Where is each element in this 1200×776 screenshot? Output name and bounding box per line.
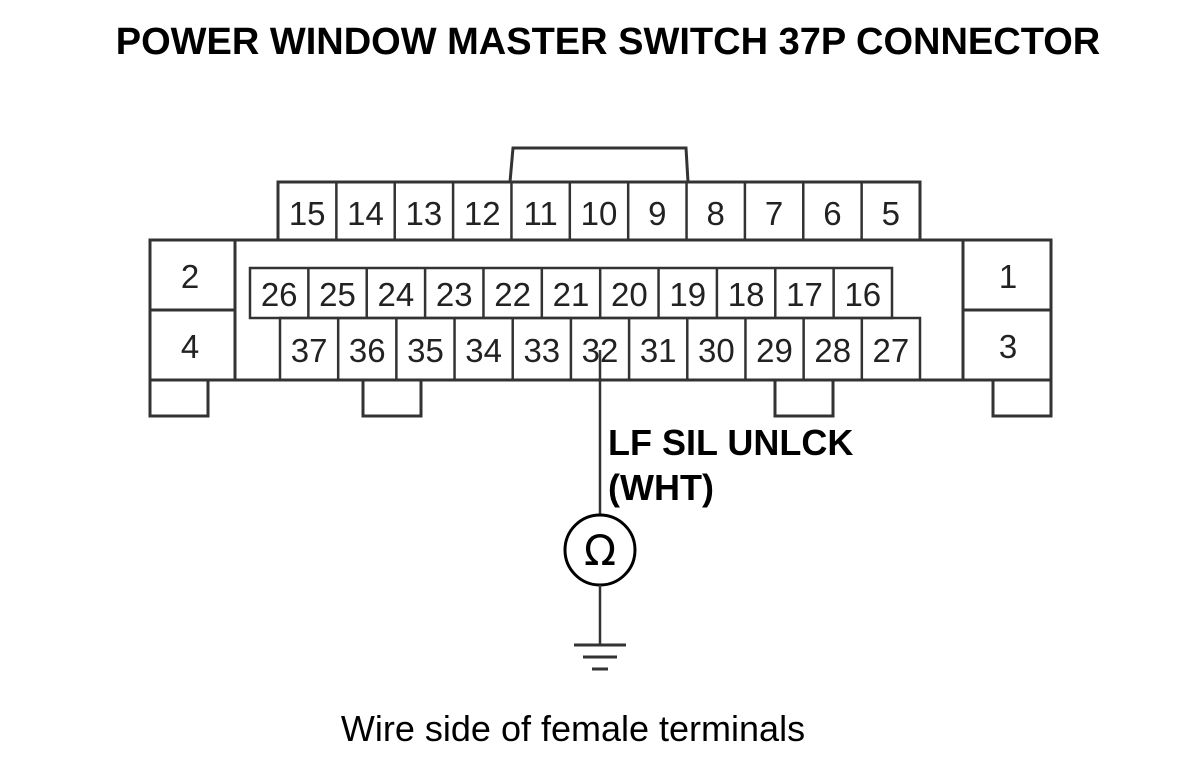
pin-label-36: 36 <box>349 332 386 369</box>
pin-label-4: 4 <box>181 328 199 365</box>
pin-label-16: 16 <box>844 276 881 313</box>
pin-label-24: 24 <box>378 276 415 313</box>
pin-label-12: 12 <box>464 195 501 232</box>
pin-label-10: 10 <box>581 195 618 232</box>
pin-label-17: 17 <box>786 276 823 313</box>
pin-label-9: 9 <box>648 195 666 232</box>
pin-label-8: 8 <box>707 195 725 232</box>
ohmmeter-icon: Ω <box>563 513 637 587</box>
pin-label-22: 22 <box>494 276 531 313</box>
pin-label-23: 23 <box>436 276 473 313</box>
pin-label-13: 13 <box>406 195 443 232</box>
pin-label-29: 29 <box>756 332 793 369</box>
pin-label-35: 35 <box>407 332 444 369</box>
signal-name: LF SIL UNLCK <box>608 422 853 463</box>
pin-label-25: 25 <box>319 276 356 313</box>
pin-label-2: 2 <box>181 258 199 295</box>
pin-label-33: 33 <box>523 332 560 369</box>
pin-label-5: 5 <box>882 195 900 232</box>
pin-label-28: 28 <box>814 332 851 369</box>
pin-label-15: 15 <box>289 195 326 232</box>
pin-label-37: 37 <box>291 332 328 369</box>
diagram-caption: Wire side of female terminals <box>341 708 805 749</box>
pin-label-14: 14 <box>347 195 384 232</box>
pin-label-3: 3 <box>999 328 1017 365</box>
ohm-symbol: Ω <box>584 526 616 575</box>
pin-label-26: 26 <box>261 276 298 313</box>
pin-label-7: 7 <box>765 195 783 232</box>
diagram-title: POWER WINDOW MASTER SWITCH 37P CONNECTOR <box>116 21 1101 63</box>
pin-label-18: 18 <box>728 276 765 313</box>
ground-icon <box>574 643 626 671</box>
pin-cells <box>307 182 864 380</box>
signal-wire-color: (WHT) <box>608 467 714 508</box>
pin-label-30: 30 <box>698 332 735 369</box>
pin-label-27: 27 <box>873 332 910 369</box>
pin-label-11: 11 <box>524 195 558 232</box>
pin-label-31: 31 <box>640 332 677 369</box>
pin-label-1: 1 <box>999 258 1017 295</box>
pin-label-6: 6 <box>823 195 841 232</box>
pin-label-34: 34 <box>465 332 502 369</box>
pin-label-21: 21 <box>553 276 590 313</box>
pin-label-20: 20 <box>611 276 648 313</box>
pin-label-19: 19 <box>669 276 706 313</box>
